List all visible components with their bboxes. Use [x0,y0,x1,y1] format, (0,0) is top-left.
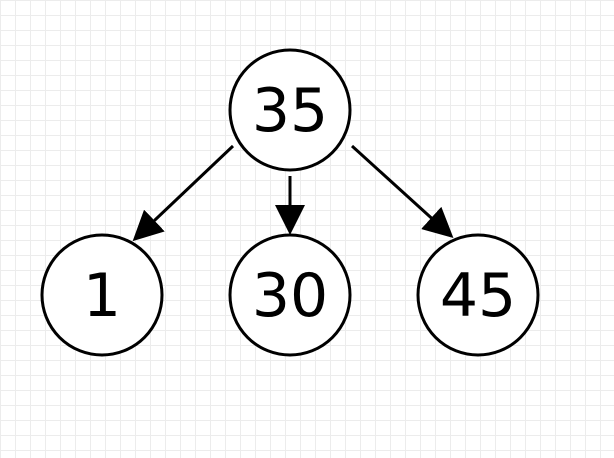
node-label-root: 35 [252,76,328,146]
node-label-child-3: 45 [440,261,516,331]
tree-node-root: 35 [228,48,352,172]
tree-node-child-2: 30 [228,233,352,357]
edge-35-to-45 [350,144,454,239]
node-label-child-1: 1 [83,261,121,331]
tree-node-child-3: 45 [416,233,540,357]
node-label-child-2: 30 [252,261,328,331]
node-circle [228,233,352,357]
node-circle [416,233,540,357]
node-circle [40,233,164,357]
tree-node-child-1: 1 [40,233,164,357]
edge-35-to-1 [132,144,235,242]
node-circle [228,48,352,172]
